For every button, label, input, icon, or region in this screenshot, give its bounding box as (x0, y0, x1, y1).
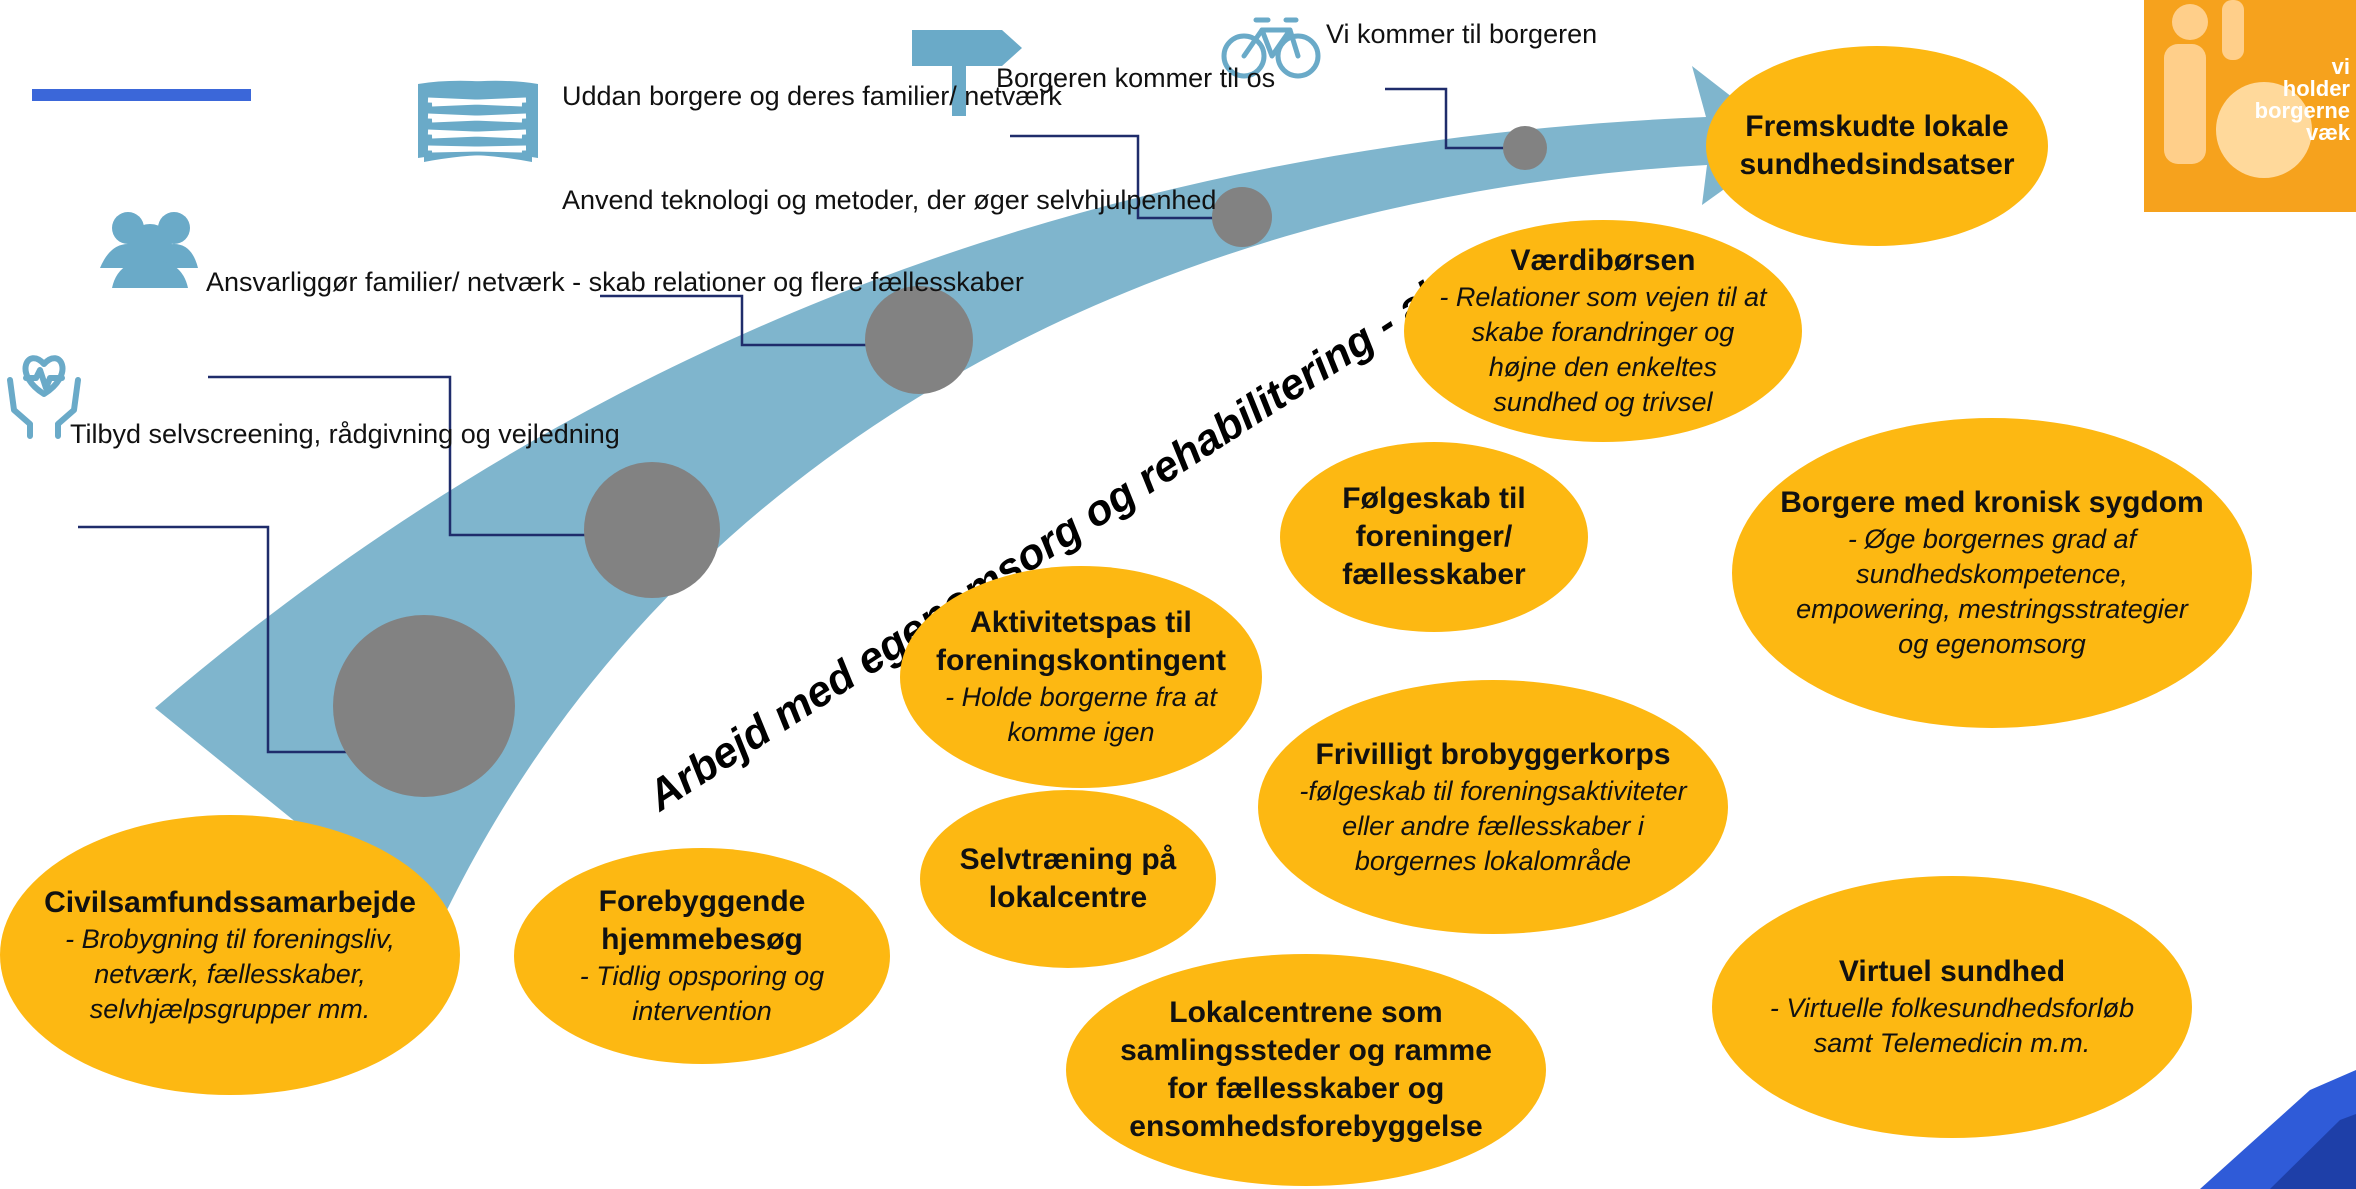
step-label-6: Vi kommer til borgeren (1326, 19, 1598, 49)
bubble-title: Aktivitetspas til foreningskontingent (936, 606, 1226, 677)
heart-hands-icon (7, 355, 81, 439)
bubble-title: Selvtræning på lokalcentre (959, 843, 1177, 914)
leader-line-4 (1010, 134, 1270, 220)
people-icon (100, 212, 198, 288)
step-label-2: Ansvarliggør familier/ netværk - skab re… (206, 267, 1024, 297)
bubble-desc: - Brobygning til foreningsliv, netværk, … (65, 923, 395, 1024)
step-label-4: Uddan borgere og deres familier/ netværk (562, 81, 1062, 111)
step-label-5: Borgeren kommer til os (996, 63, 1276, 93)
bubble-civilsamfund: Civilsamfundssamarbejde - Brobygning til… (0, 815, 460, 1095)
bubble-title: Borgere med kronisk sygdom (1780, 486, 2204, 519)
bubble-selvtraening: Selvtræning på lokalcentre (920, 790, 1216, 968)
signpost-icon (912, 30, 1022, 116)
bubble-folgeskab: Følgeskab til foreninger/ fællesskaber (1280, 442, 1588, 632)
corner-decoration (2200, 1070, 2356, 1189)
bicycle-icon (1221, 17, 1321, 79)
bubble-title: Værdibørsen (1510, 244, 1696, 277)
step-circle-2 (584, 462, 720, 598)
bubble-lokalcentrene: Lokalcentrene som samlingssteder og ramm… (1066, 954, 1546, 1186)
leader-line-2 (208, 375, 672, 537)
open-book-icon (418, 80, 538, 162)
brand-figures-icon (2164, 0, 2312, 178)
bubble-fremskudte: Fremskudte lokale sundhedsindsatser (1706, 46, 2048, 246)
bubble-brobyggerkorps: Frivilligt brobyggerkorps -følgeskab til… (1258, 680, 1728, 934)
step-circle-5 (1503, 126, 1547, 170)
bubble-desc: - Øge borgernes grad af sundhedskompeten… (1796, 524, 2188, 659)
bubble-title: Virtuel sundhed (1838, 955, 2066, 988)
bubble-desc: - Virtuelle folkesundhedsforløb samt Tel… (1769, 993, 2135, 1058)
bubble-desc: -følgeskab til foreningsaktiviteter elle… (1299, 775, 1687, 876)
step-label-1: Tilbyd selvscreening, rådgivning og vejl… (70, 419, 620, 449)
bubble-title: Forebyggende hjemmebesøg (598, 885, 806, 956)
bubble-vaerdiborsen: Værdibørsen - Relationer som vejen til a… (1404, 220, 1802, 442)
blue-accent-bar (32, 89, 251, 101)
bubble-virtuel-sundhed: Virtuel sundhed - Virtuelle folkesundhed… (1712, 876, 2192, 1138)
bubble-title: Frivilligt brobyggerkorps (1315, 737, 1671, 771)
leader-line-5 (1385, 87, 1525, 150)
bubble-forebyggende: Forebyggende hjemmebesøg - Tidlig opspor… (514, 848, 890, 1064)
leader-line-3 (600, 294, 885, 347)
bubble-title: Lokalcentrene som samlingssteder og ramm… (1120, 996, 1492, 1143)
bubble-kronisk-sygdom: Borgere med kronisk sygdom - Øge borgern… (1732, 418, 2252, 728)
bubble-desc: - Holde borgerne fra at komme igen (945, 682, 1217, 747)
bubble-desc: - Relationer som vejen til at skabe fora… (1439, 282, 1767, 417)
curved-arrow (155, 66, 1790, 935)
step-circle-4 (1212, 187, 1272, 247)
step-circle-1 (333, 615, 515, 797)
brand-logo: vi holder borgerne væk (2144, 0, 2356, 212)
bubble-title: Civilsamfundssamarbejde (44, 885, 416, 919)
bubble-aktivitetspas: Aktivitetspas til foreningskontingent - … (900, 566, 1262, 788)
bubble-title: Fremskudte lokale sundhedsindsatser (1739, 110, 2015, 181)
step-circle-3 (865, 286, 973, 394)
brand-text: vi holder borgerne væk (2254, 54, 2350, 145)
bubble-desc: - Tidlig opsporing og intervention (579, 961, 825, 1026)
step-label-3: Anvend teknologi og metoder, der øger se… (562, 185, 1217, 215)
bubble-title: Følgeskab til foreninger/ fællesskaber (1342, 482, 1526, 591)
